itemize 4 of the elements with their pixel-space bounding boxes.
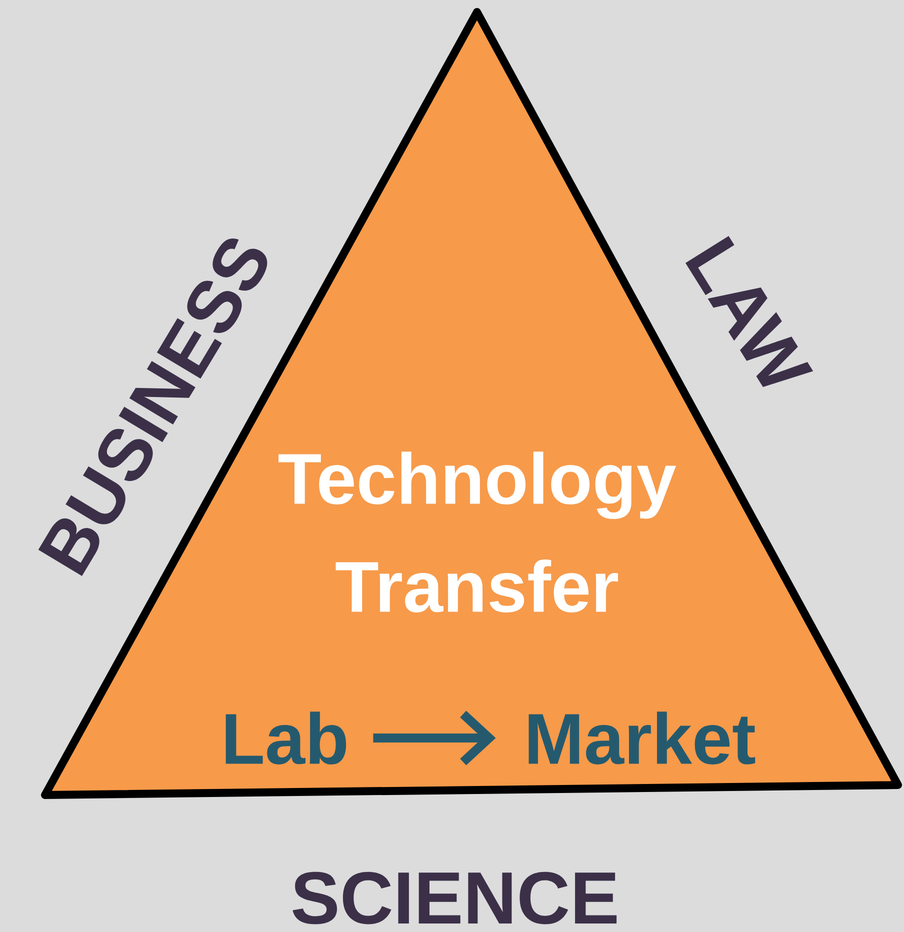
node-text: Lab [226,712,346,764]
arrow [373,710,496,766]
side-label: SCIENCE [292,872,617,924]
node-text: Market [528,712,756,764]
